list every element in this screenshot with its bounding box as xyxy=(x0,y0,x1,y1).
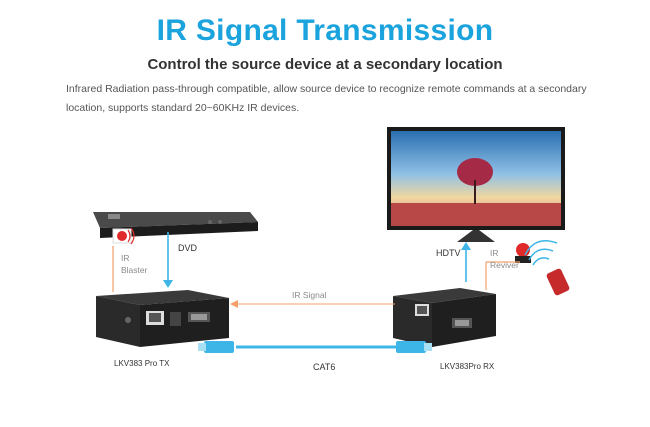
dvd-label: DVD xyxy=(178,243,197,253)
ir-blaster-icon xyxy=(113,228,134,244)
cat6-cable xyxy=(198,341,432,353)
tx-label: LKV383 Pro TX xyxy=(114,359,169,368)
ir-signal-label: IR Signal xyxy=(292,290,327,300)
cable-label: CAT6 xyxy=(313,362,335,372)
tx-device xyxy=(96,290,229,347)
rx-device xyxy=(393,288,496,347)
remote-control-icon xyxy=(525,241,570,297)
hdtv-label: HDTV xyxy=(436,248,461,258)
ir-blaster-label: IR Blaster xyxy=(121,252,151,276)
rx-label: LKV383Pro RX xyxy=(440,362,494,371)
ir-receiver-label: IR Reviver xyxy=(490,247,520,271)
hdtv xyxy=(387,127,565,242)
